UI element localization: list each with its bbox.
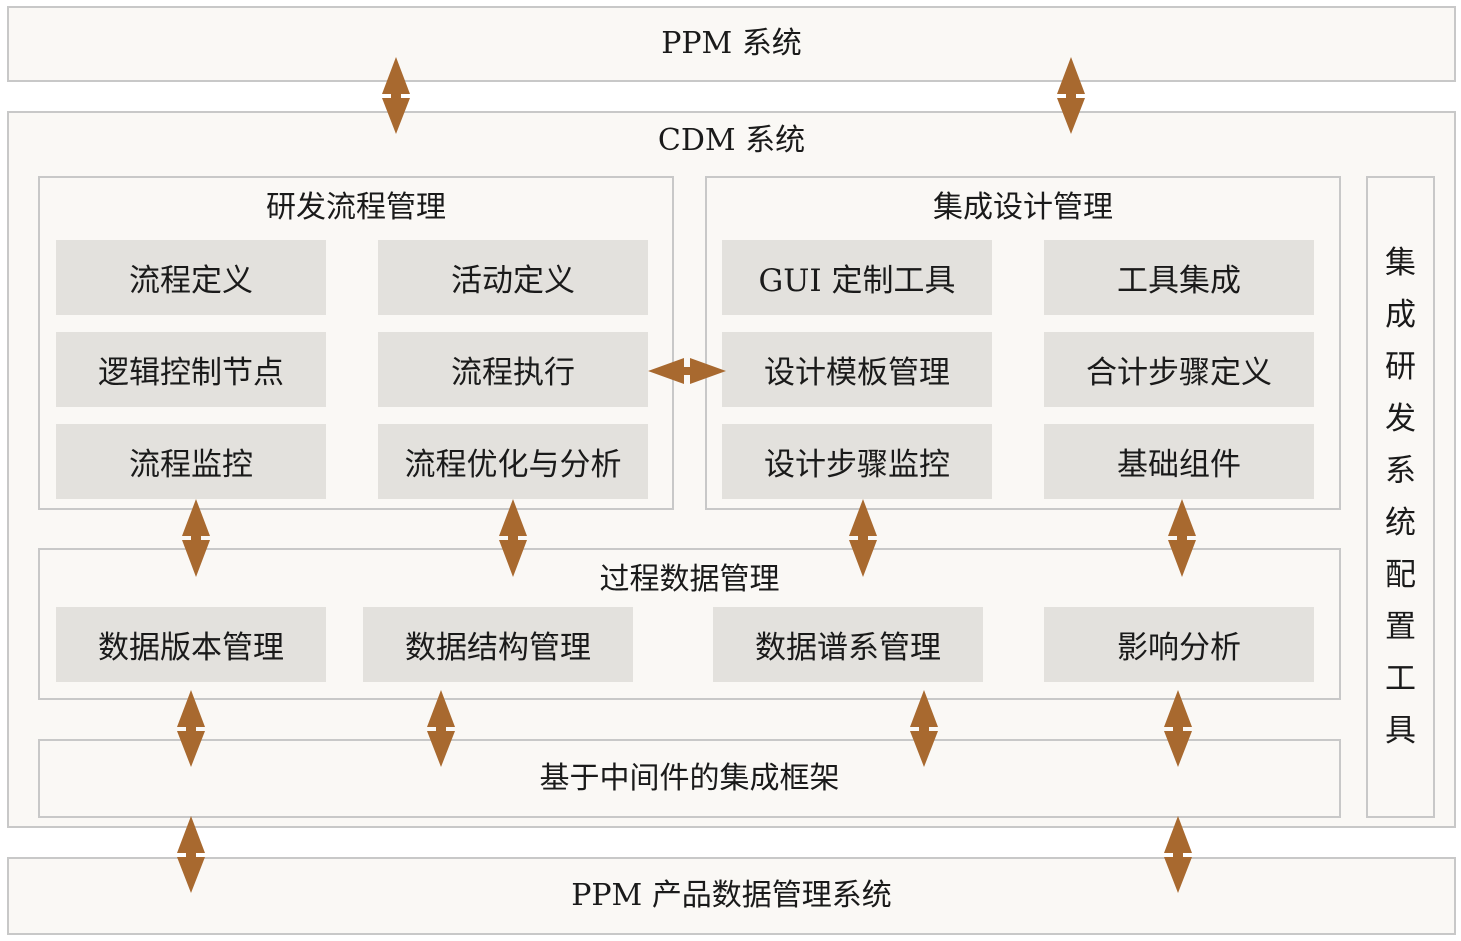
config-tool-box: 集 成 研 发 系 统 配 置 工 具	[1366, 176, 1435, 818]
integrated-design-title: 集成设计管理	[933, 190, 1113, 225]
integrated-design-item: 合计步骤定义	[1044, 332, 1314, 407]
config-tool-char: 集	[1385, 245, 1416, 281]
config-tool-char: 配	[1385, 557, 1416, 593]
process-data-item: 数据谱系管理	[713, 607, 983, 682]
integrated-design-item: 设计步骤监控	[722, 424, 992, 499]
ppm-pdm-box: PPM 产品数据管理系统	[7, 857, 1456, 935]
rd-process-item: 流程定义	[56, 240, 326, 315]
integrated-design-item: 基础组件	[1044, 424, 1314, 499]
middleware-title: 基于中间件的集成框架	[539, 761, 840, 796]
middleware-box: 基于中间件的集成框架	[38, 739, 1341, 818]
config-tool-char: 发	[1385, 401, 1416, 437]
config-tool-char: 置	[1385, 609, 1416, 645]
rd-process-item: 流程监控	[56, 424, 326, 499]
cdm-system-title: CDM 系统	[657, 123, 806, 158]
ppm-pdm-title: PPM 产品数据管理系统	[571, 878, 892, 913]
rd-process-item: 流程优化与分析	[378, 424, 648, 499]
integrated-design-item: 设计模板管理	[722, 332, 992, 407]
config-tool-char: 研	[1385, 349, 1416, 385]
config-tool-char: 具	[1385, 713, 1416, 749]
process-data-title: 过程数据管理	[599, 562, 780, 597]
config-tool-char: 成	[1385, 297, 1416, 333]
process-data-item: 影响分析	[1044, 607, 1314, 682]
config-tool-char: 工	[1385, 661, 1416, 697]
process-data-item: 数据版本管理	[56, 607, 326, 682]
integrated-design-item: GUI 定制工具	[722, 240, 992, 315]
ppm-system-box: PPM 系统	[7, 6, 1456, 82]
config-tool-char: 统	[1385, 505, 1416, 541]
ppm-system-title: PPM 系统	[661, 26, 802, 61]
rd-process-item: 流程执行	[378, 332, 648, 407]
process-data-item: 数据结构管理	[363, 607, 633, 682]
rd-process-item: 逻辑控制节点	[56, 332, 326, 407]
rd-process-title: 研发流程管理	[266, 190, 446, 225]
rd-process-item: 活动定义	[378, 240, 648, 315]
config-tool-char: 系	[1385, 453, 1416, 489]
integrated-design-item: 工具集成	[1044, 240, 1314, 315]
